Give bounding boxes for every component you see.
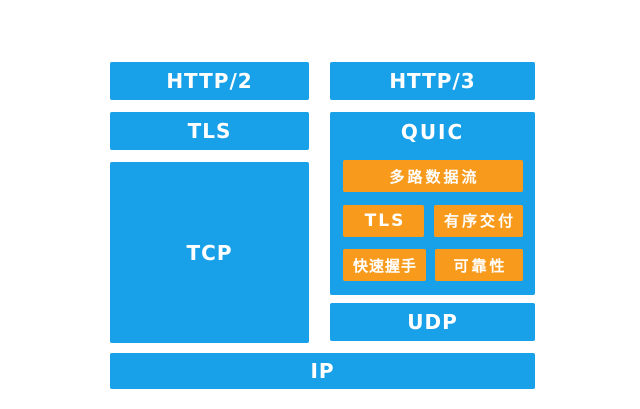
quic-feature-row-1: 多路数据流 [343,160,523,192]
udp-box: UDP [330,303,535,341]
http3-box: HTTP/3 [330,62,535,100]
quic-box: QUIC 多路数据流 TLS 有序交付 快速握手 可靠性 [330,112,535,295]
quic-label: QUIC [400,120,465,144]
quic-feature-row-3: 快速握手 可靠性 [343,249,523,281]
http2-box: HTTP/2 [110,62,309,100]
feature-ordered-delivery: 有序交付 [434,204,523,237]
quic-feature-row-2: TLS 有序交付 [343,204,523,237]
feature-reliability: 可靠性 [435,249,523,281]
tcp-box: TCP [110,162,309,343]
ip-box: IP [110,353,535,389]
feature-tls: TLS [343,204,424,237]
feature-fast-handshake: 快速握手 [343,249,426,281]
tls-box-left: TLS [110,112,309,150]
quic-features: 多路数据流 TLS 有序交付 快速握手 可靠性 [343,160,523,281]
feature-multiplexed-streams: 多路数据流 [343,160,523,192]
